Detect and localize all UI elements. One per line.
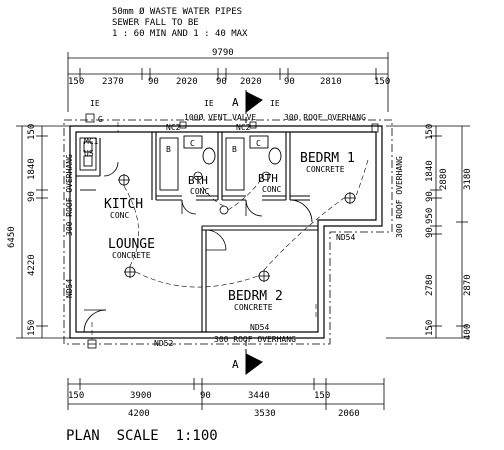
top-dim-3: 90 bbox=[148, 77, 159, 87]
ie-label-1: IE bbox=[90, 99, 100, 108]
right-dim-7: 150 bbox=[425, 320, 435, 336]
drain-points bbox=[85, 113, 379, 349]
bath1-label: BTH bbox=[188, 174, 208, 187]
basin-c-label-1: C bbox=[190, 139, 195, 148]
ie-label-2: IE bbox=[204, 99, 214, 108]
note-line-1: 50mm Ø WASTE WATER PIPES bbox=[112, 6, 242, 17]
mc-label: MC1 bbox=[84, 137, 99, 146]
left-dim-5: 150 bbox=[27, 320, 37, 336]
right-dim-2: 1840 bbox=[425, 160, 435, 182]
right-dim-5: 90 bbox=[425, 227, 435, 238]
note-line-3: 1 : 60 MIN AND 1 : 40 MAX bbox=[112, 29, 248, 39]
bath-b-label-2: B bbox=[232, 145, 237, 154]
top-dim-4: 2020 bbox=[176, 77, 198, 87]
left-dim-1: 150 bbox=[27, 124, 37, 140]
right-dim-outer-2: 3180 bbox=[463, 168, 473, 190]
nd54-label-left: ND54 bbox=[65, 279, 74, 298]
bottom-dim-1: 150 bbox=[68, 391, 84, 401]
bedroom2-floor-label: CONCRETE bbox=[234, 303, 273, 312]
bottom-dim-4: 3440 bbox=[248, 391, 270, 401]
roof-overhang-outline bbox=[63, 119, 393, 345]
nd54-label-bottom: ND54 bbox=[250, 323, 269, 332]
us-label: US bbox=[84, 149, 94, 158]
overall-width-dim: 9790 bbox=[212, 48, 234, 58]
right-dim-outer-3: 2870 bbox=[463, 274, 473, 296]
bath-b-label-1: B bbox=[166, 145, 171, 154]
top-dim-7: 90 bbox=[284, 77, 295, 87]
nd52-label: ND52 bbox=[154, 339, 173, 348]
lounge-label: LOUNGE bbox=[108, 237, 155, 252]
roof-overhang-right-label: 300 ROOF OVERHANG bbox=[395, 156, 404, 238]
left-dim-4: 4220 bbox=[27, 254, 37, 276]
right-dim-outer-4: 400 bbox=[463, 324, 473, 340]
left-dimensions bbox=[16, 125, 70, 339]
section-label-top: A bbox=[232, 96, 239, 109]
overall-depth-dim: 6450 bbox=[7, 226, 17, 248]
section-label-bottom: A bbox=[232, 358, 239, 371]
vent-valve-label: 100Ø VENT VALVE bbox=[184, 112, 256, 122]
kitchen-label: KITCH bbox=[104, 197, 143, 212]
bath1-floor-label: CONC bbox=[190, 187, 209, 196]
gully-label: G bbox=[98, 115, 103, 124]
bedroom2-label: BEDRM 2 bbox=[228, 289, 283, 304]
top-dim-6: 2020 bbox=[240, 77, 262, 87]
ie-label-3: IE bbox=[270, 99, 280, 108]
kitchen-floor-label: CONC bbox=[110, 211, 129, 220]
bedroom1-floor-label: CONCRETE bbox=[306, 165, 345, 174]
section-marker-bottom bbox=[245, 340, 263, 376]
bottom-dim-row2-3: 2060 bbox=[338, 409, 360, 419]
bottom-dimensions bbox=[67, 378, 385, 410]
nc-label-1: NC2 bbox=[166, 123, 181, 132]
top-dim-9: 150 bbox=[374, 77, 390, 87]
nc-label-2: NC2 bbox=[236, 123, 251, 132]
internal-walls bbox=[76, 132, 318, 332]
left-dim-2: 1840 bbox=[27, 158, 37, 180]
lounge-floor-label: CONCRETE bbox=[112, 251, 151, 260]
electrical-runs bbox=[91, 122, 369, 340]
bottom-dim-3: 90 bbox=[200, 391, 211, 401]
top-dim-8: 2810 bbox=[320, 77, 342, 87]
top-dim-5: 90 bbox=[216, 77, 227, 87]
bottom-dim-5: 150 bbox=[314, 391, 330, 401]
bottom-dim-2: 3900 bbox=[130, 391, 152, 401]
door-swings bbox=[83, 161, 313, 333]
left-dim-3: 90 bbox=[27, 191, 37, 202]
top-dimensions bbox=[67, 52, 389, 112]
roof-overhang-top-label: 300 ROOF OVERHANG bbox=[284, 113, 366, 122]
top-dim-2: 2370 bbox=[102, 77, 124, 87]
bath2-floor-label: CONC bbox=[262, 185, 281, 194]
section-marker-top bbox=[245, 90, 263, 124]
bottom-dim-row2-1: 4200 bbox=[128, 409, 150, 419]
light-fittings bbox=[118, 171, 356, 282]
note-line-2: SEWER FALL TO BE bbox=[112, 18, 199, 28]
right-dim-1: 150 bbox=[425, 124, 435, 140]
bath2-label: BTH bbox=[258, 172, 278, 185]
nd54-label-right: ND54 bbox=[336, 233, 355, 242]
right-dim-outer-1: 2880 bbox=[439, 168, 449, 190]
right-dimensions bbox=[386, 125, 470, 339]
top-dim-1: 150 bbox=[68, 77, 84, 87]
bedroom1-label: BEDRM 1 bbox=[300, 151, 355, 166]
roof-overhang-bottom-label: 300 ROOF OVERHANG bbox=[214, 335, 296, 344]
right-dim-4: 950 bbox=[425, 208, 435, 224]
right-dim-3: 90 bbox=[425, 191, 435, 202]
plan-caption: PLAN SCALE 1:100 bbox=[66, 428, 218, 444]
basin-c-label-2: C bbox=[256, 139, 261, 148]
right-dim-6: 2780 bbox=[425, 274, 435, 296]
bath-fixtures bbox=[79, 135, 282, 191]
roof-overhang-left-label: 300 ROOF OVERHANG bbox=[65, 154, 74, 236]
bottom-dim-row2-2: 3530 bbox=[254, 409, 276, 419]
